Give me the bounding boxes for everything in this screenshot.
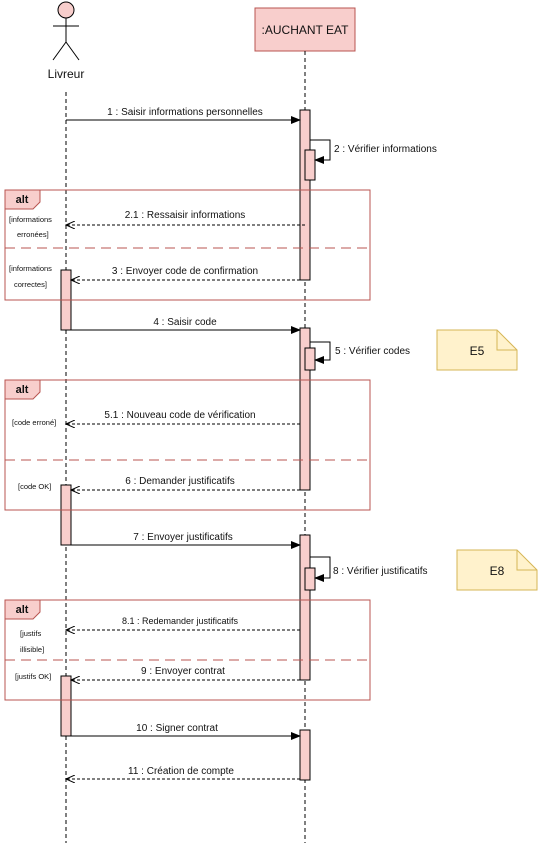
guard-text: [justifs OK] <box>15 672 51 681</box>
message-label: 3 : Envoyer code de confirmation <box>112 266 258 277</box>
message-2-1: 2.1 : Ressaisir informations <box>66 210 305 225</box>
activation-system-1 <box>299 109 311 281</box>
message-6: 6 : Demander justificatifs <box>71 476 300 490</box>
guard-text: correctes] <box>14 280 47 289</box>
guard-text: [justifs <box>20 629 42 638</box>
message-label: 8.1 : Redemander justificatifs <box>122 616 239 626</box>
message-2-self: 2 : Vérifier informations <box>310 139 437 164</box>
activation-system-3 <box>299 534 311 681</box>
note-e5: E5 <box>436 329 518 371</box>
guard-text: [informations <box>9 215 52 224</box>
alt-frame-1: alt [informations erronées] [information… <box>4 189 371 301</box>
guard-text: erronées] <box>17 230 49 239</box>
activation-livreur-2 <box>60 484 72 546</box>
message-4: 4 : Saisir code <box>71 317 301 334</box>
message-label: 1 : Saisir informations personnelles <box>107 107 263 118</box>
alt-label: alt <box>16 384 29 396</box>
lifeline-system-header: :AUCHANT EAT <box>254 7 356 52</box>
message-11: 11 : Création de compte <box>66 766 300 779</box>
message-label: 10 : Signer contrat <box>136 723 218 734</box>
message-label: 5 : Vérifier codes <box>335 346 410 357</box>
alt-label: alt <box>16 194 29 206</box>
note-label: E8 <box>490 564 505 578</box>
system-name: :AUCHANT EAT <box>262 23 350 37</box>
message-7: 7 : Envoyer justificatifs <box>71 532 301 549</box>
message-1: 1 : Saisir informations personnelles <box>66 107 301 124</box>
activation-system-3b <box>304 567 316 591</box>
guard-text: [informations <box>9 264 52 273</box>
alt-frame-2: alt [code erroné] [code OK] <box>4 379 371 511</box>
message-10: 10 : Signer contrat <box>71 723 301 740</box>
message-label: 2.1 : Ressaisir informations <box>125 210 246 221</box>
actor-name: Livreur <box>48 67 85 81</box>
activation-system-2 <box>299 327 311 491</box>
activation-system-1b <box>304 149 316 181</box>
alt-label: alt <box>16 604 29 616</box>
message-label: 8 : Vérifier justificatifs <box>333 566 427 577</box>
message-3: 3 : Envoyer code de confirmation <box>71 266 300 280</box>
guard-text: [code OK] <box>18 482 51 491</box>
alt-frame-3: alt [justifs illisible] [justifs OK] <box>4 599 371 701</box>
message-label: 5.1 : Nouveau code de vérification <box>104 410 255 421</box>
activation-system-4 <box>299 729 311 781</box>
activation-livreur-3 <box>60 675 72 737</box>
actor-head <box>57 1 75 19</box>
note-label: E5 <box>470 344 485 358</box>
message-label: 6 : Demander justificatifs <box>125 476 235 487</box>
guard-text: illisible] <box>20 645 44 654</box>
guard-text: [code erroné] <box>12 418 56 427</box>
actor-livreur: Livreur <box>48 1 85 81</box>
message-label: 2 : Vérifier informations <box>334 144 437 155</box>
message-label: 7 : Envoyer justificatifs <box>133 532 232 543</box>
message-label: 11 : Création de compte <box>128 766 234 777</box>
message-5-1: 5.1 : Nouveau code de vérification <box>66 410 300 424</box>
note-e8: E8 <box>456 549 538 591</box>
activation-system-2b <box>304 347 316 371</box>
message-8-1: 8.1 : Redemander justificatifs <box>66 616 300 630</box>
message-label: 9 : Envoyer contrat <box>141 666 225 677</box>
message-5-self: 5 : Vérifier codes <box>310 341 410 364</box>
message-8-self: 8 : Vérifier justificatifs <box>310 556 427 582</box>
message-label: 4 : Saisir code <box>153 317 217 328</box>
message-9: 9 : Envoyer contrat <box>71 666 300 680</box>
